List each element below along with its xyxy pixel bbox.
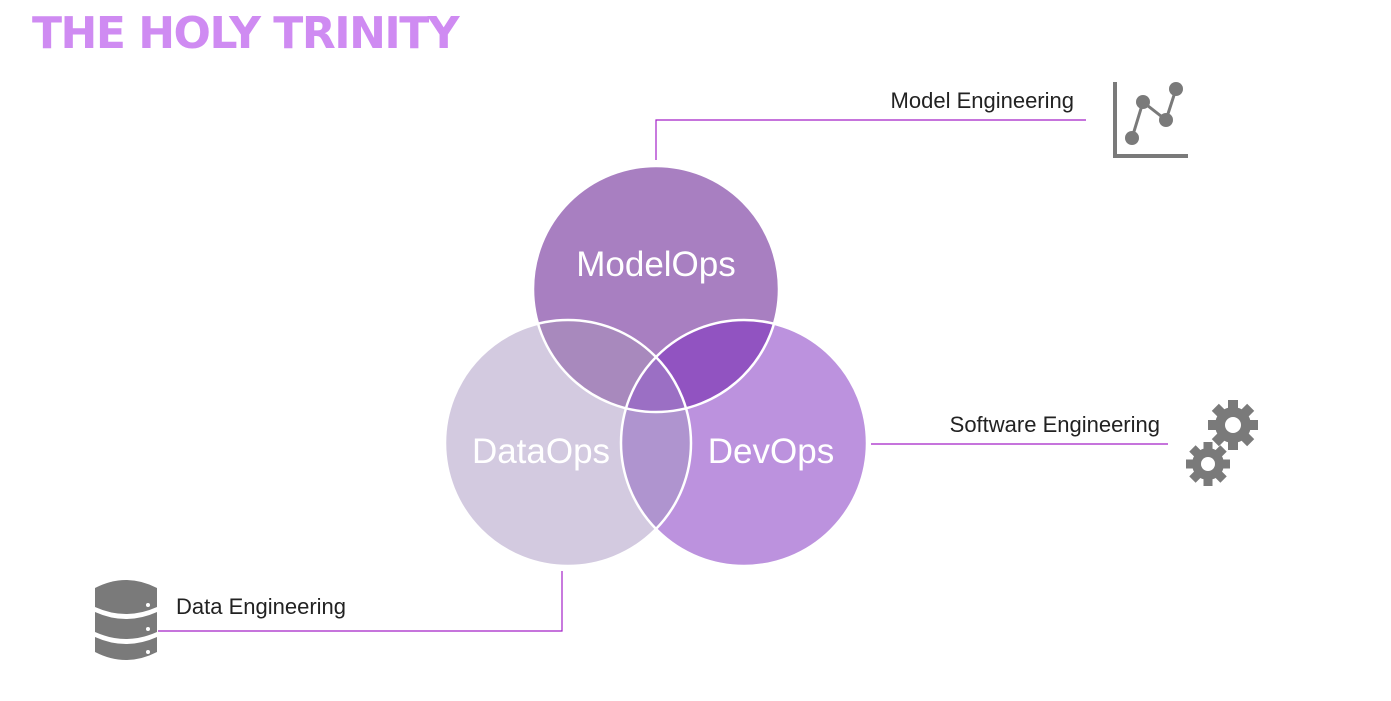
data-engineering-label: Data Engineering [176,594,346,619]
model-data-overlap [533,320,691,412]
data-engineering-connector [158,571,563,632]
dataops-label: DataOps [472,432,610,471]
modelops-outline [531,164,781,414]
line-chart-icon [1113,82,1188,158]
dataops-outline [443,318,693,568]
model-engineering-connector [655,119,1086,160]
small-gear-icon [1186,442,1230,486]
modelops-label: ModelOps [576,245,736,284]
page-title: THE HOLY TRINITY [32,8,460,59]
gears-icon [1186,400,1258,486]
model-engineering-label: Model Engineering [891,88,1074,113]
database-icon [95,580,157,660]
model-dev-overlap [621,320,779,412]
devops-label: DevOps [708,432,834,471]
large-gear-icon [1208,400,1258,450]
devops-outline [619,318,869,568]
software-engineering-label: Software Engineering [950,412,1160,437]
